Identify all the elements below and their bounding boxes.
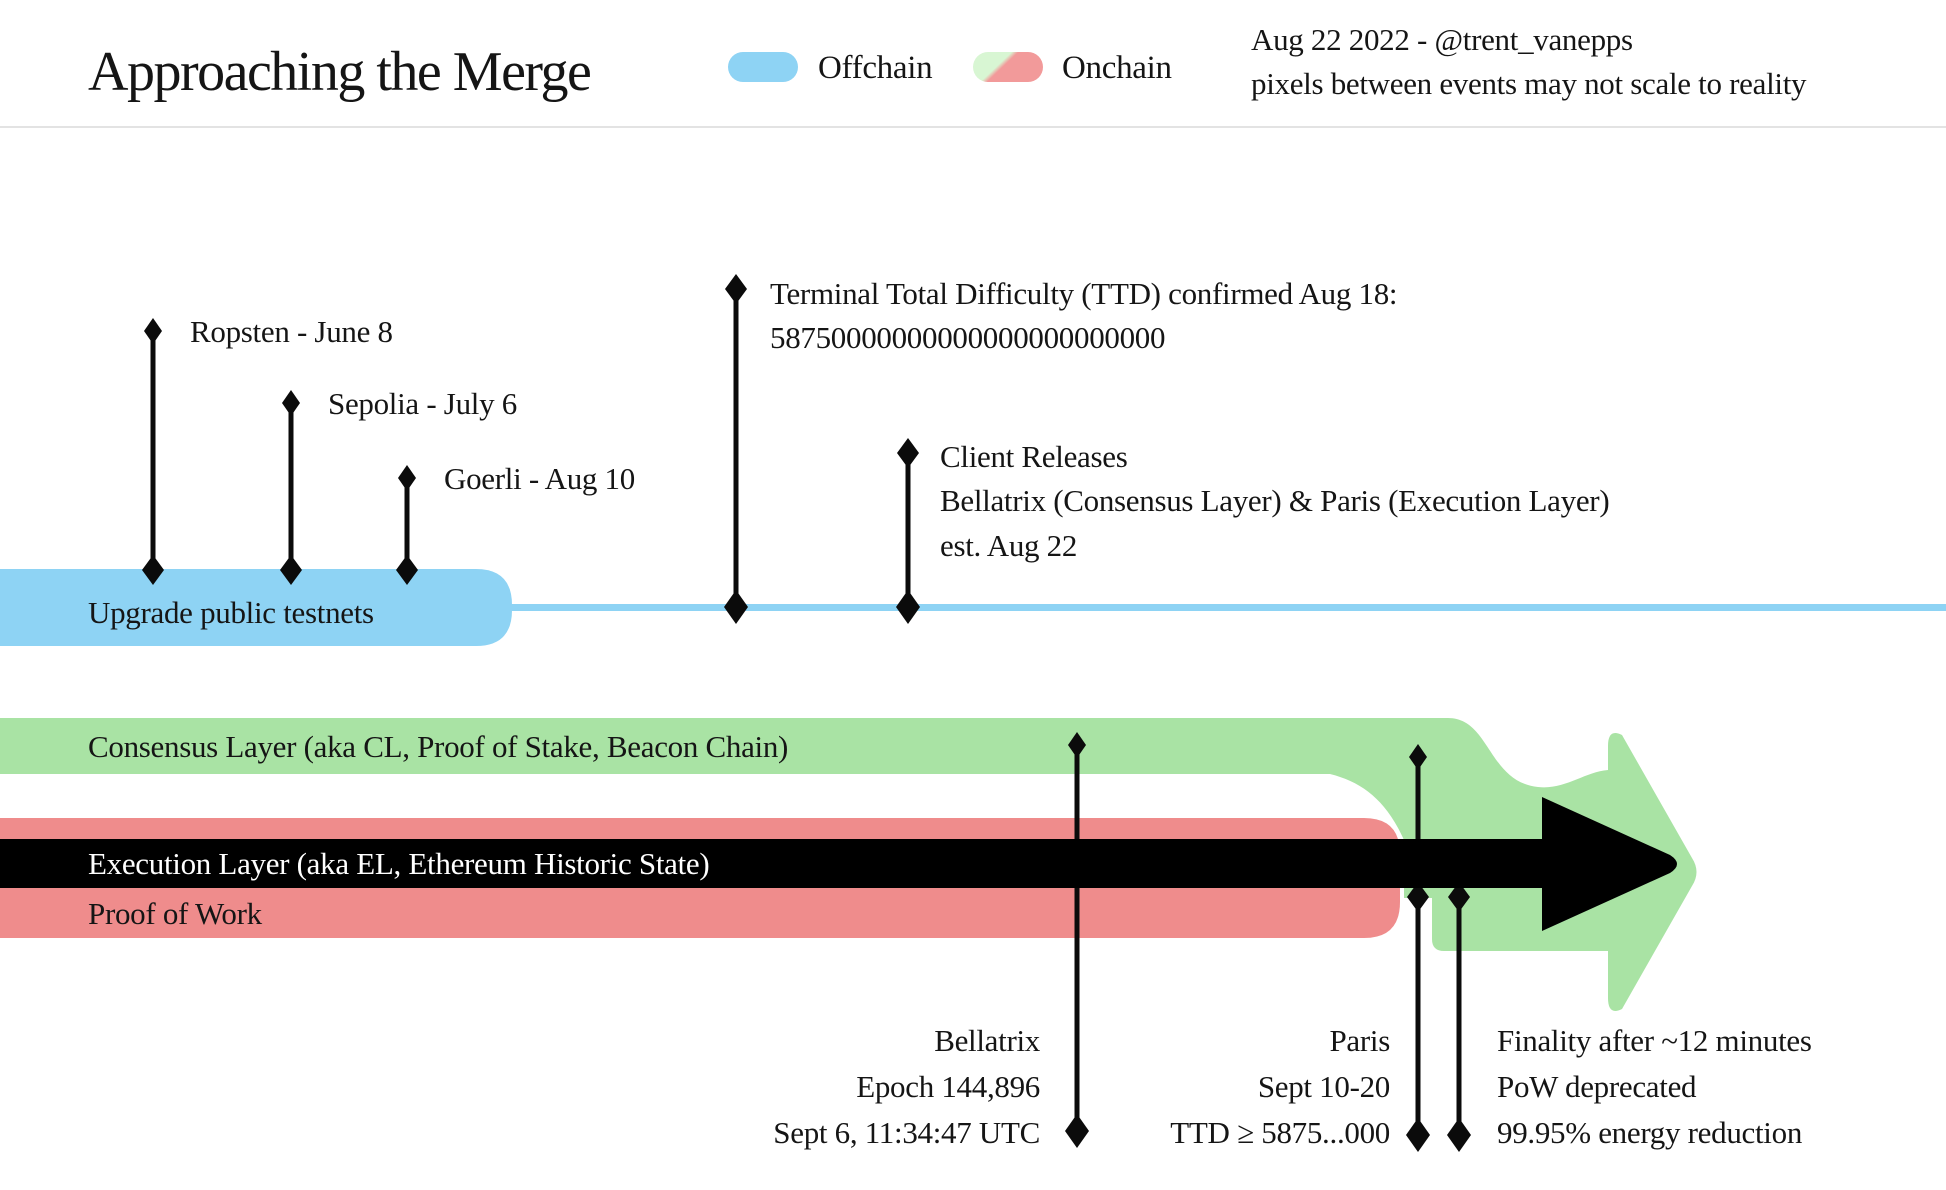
- goerli-top-diamond-icon: [398, 465, 416, 491]
- client-release-top-diamond-icon: [897, 438, 919, 468]
- finality-line2: PoW deprecated: [1497, 1069, 1697, 1104]
- ropsten-top-diamond-icon: [144, 318, 162, 344]
- finality-annotation: Finality after ~12 minutes PoW deprecate…: [1497, 1023, 1812, 1150]
- onchain-legend-pill-icon: [973, 52, 1043, 82]
- bellatrix-bottom-diamond-icon: [1065, 1114, 1089, 1148]
- client-release-line2: Bellatrix (Consensus Layer) & Paris (Exe…: [940, 483, 1609, 518]
- credit-line-1: Aug 22 2022 - @trent_vanepps: [1251, 22, 1633, 57]
- paris-marker: [1406, 744, 1430, 1152]
- client-release-line1: Client Releases: [940, 439, 1127, 474]
- goerli-label: Goerli - Aug 10: [444, 461, 635, 496]
- consensus-layer-bar: [0, 718, 1608, 898]
- sepolia-label: Sepolia - July 6: [328, 386, 517, 421]
- page-title: Approaching the Merge: [88, 41, 590, 103]
- paris-date: Sept 10-20: [1258, 1069, 1390, 1104]
- upgrade-testnets-bar: [0, 569, 512, 646]
- finality-marker: [1447, 882, 1471, 1152]
- bellatrix-epoch: Epoch 144,896: [856, 1069, 1040, 1104]
- finality-line3: 99.95% energy reduction: [1497, 1115, 1803, 1150]
- consensus-layer-label: Consensus Layer (aka CL, Proof of Stake,…: [88, 729, 788, 764]
- client-release-marker: [896, 438, 920, 624]
- onchain-legend-label: Onchain: [1062, 50, 1172, 86]
- offchain-timeline-line: [505, 604, 1946, 611]
- sepolia-top-diamond-icon: [282, 390, 300, 416]
- offchain-legend-pill-icon: [728, 52, 798, 82]
- paris-name: Paris: [1329, 1023, 1390, 1058]
- ttd-top-diamond-icon: [725, 274, 747, 304]
- bellatrix-date: Sept 6, 11:34:47 UTC: [773, 1115, 1040, 1150]
- finality-bottom-diamond-icon: [1447, 1118, 1471, 1152]
- bellatrix-name: Bellatrix: [934, 1023, 1041, 1058]
- ttd-line-diamond-icon: [724, 590, 748, 624]
- upgrade-testnets-bar-label: Upgrade public testnets: [88, 595, 374, 630]
- ttd-label-line2: 58750000000000000000000000: [770, 320, 1165, 355]
- paris-annotation: Paris Sept 10-20 TTD ≥ 5875...000: [1170, 1023, 1390, 1150]
- bellatrix-marker: [1065, 732, 1089, 1148]
- execution-layer-label: Execution Layer (aka EL, Ethereum Histor…: [88, 846, 709, 881]
- client-release-line-diamond-icon: [896, 590, 920, 624]
- ropsten-label: Ropsten - June 8: [190, 314, 393, 349]
- execution-layer-arrowhead: [1542, 797, 1677, 931]
- ttd-label-line1: Terminal Total Difficulty (TTD) confirme…: [770, 276, 1397, 311]
- paris-ttd: TTD ≥ 5875...000: [1170, 1115, 1390, 1150]
- finality-line1: Finality after ~12 minutes: [1497, 1023, 1812, 1058]
- ttd-marker: [724, 274, 748, 624]
- execution-layer-bar: [0, 839, 1560, 888]
- testnet-markers: [142, 318, 418, 585]
- offchain-legend-label: Offchain: [818, 50, 932, 86]
- client-release-line3: est. Aug 22: [940, 528, 1077, 563]
- credit-line-2: pixels between events may not scale to r…: [1251, 66, 1807, 101]
- paris-bottom-diamond-icon: [1406, 1118, 1430, 1152]
- bellatrix-annotation: Bellatrix Epoch 144,896 Sept 6, 11:34:47…: [773, 1023, 1041, 1150]
- proof-of-work-label: Proof of Work: [88, 896, 263, 931]
